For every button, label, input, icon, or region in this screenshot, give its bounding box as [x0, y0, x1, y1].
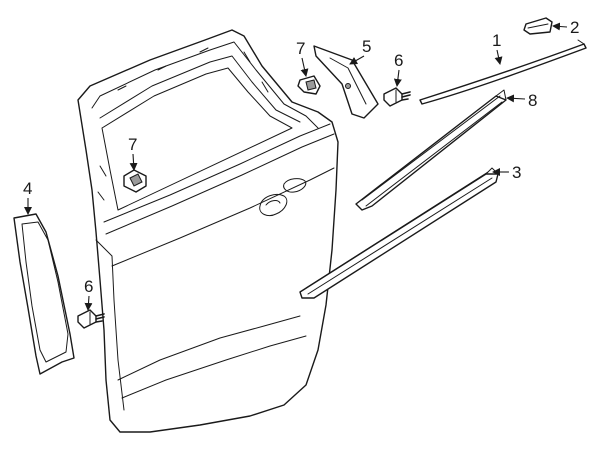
retainer-clip [297, 75, 321, 95]
callout-number: 1 [492, 31, 501, 50]
callout-number: 7 [296, 39, 305, 58]
callout-1: 1 [492, 31, 503, 65]
callout-number: 4 [23, 179, 32, 198]
frame-garnish [313, 45, 379, 119]
callout-number: 7 [128, 135, 137, 154]
callout-number: 8 [528, 91, 537, 110]
callout-number: 3 [512, 163, 521, 182]
door-handle-recess [283, 178, 307, 193]
callout-8: 8 [506, 91, 537, 110]
door-handle-recess [259, 193, 288, 217]
callout-6-lower: 6 [84, 277, 93, 311]
inner-belt-weatherstrip [355, 89, 507, 211]
callout-6-upper: 6 [393, 51, 403, 87]
rear-door-shell [77, 29, 339, 433]
callout-5: 5 [349, 37, 371, 65]
pillar-applique [13, 213, 75, 375]
screw [77, 309, 105, 329]
callout-7-upper: 7 [296, 39, 309, 77]
callout-number: 6 [84, 277, 93, 296]
callout-number: 2 [570, 18, 579, 37]
callout-4: 4 [23, 179, 32, 215]
outer-belt-molding [299, 167, 499, 299]
callout-3: 3 [492, 163, 521, 182]
callout-number: 5 [362, 37, 371, 56]
drip-molding [419, 39, 587, 105]
callout-2: 2 [552, 18, 579, 37]
callout-7-lower: 7 [128, 135, 138, 171]
callout-number: 6 [394, 51, 403, 70]
molding-end-cap [523, 17, 553, 35]
screw [383, 87, 411, 107]
